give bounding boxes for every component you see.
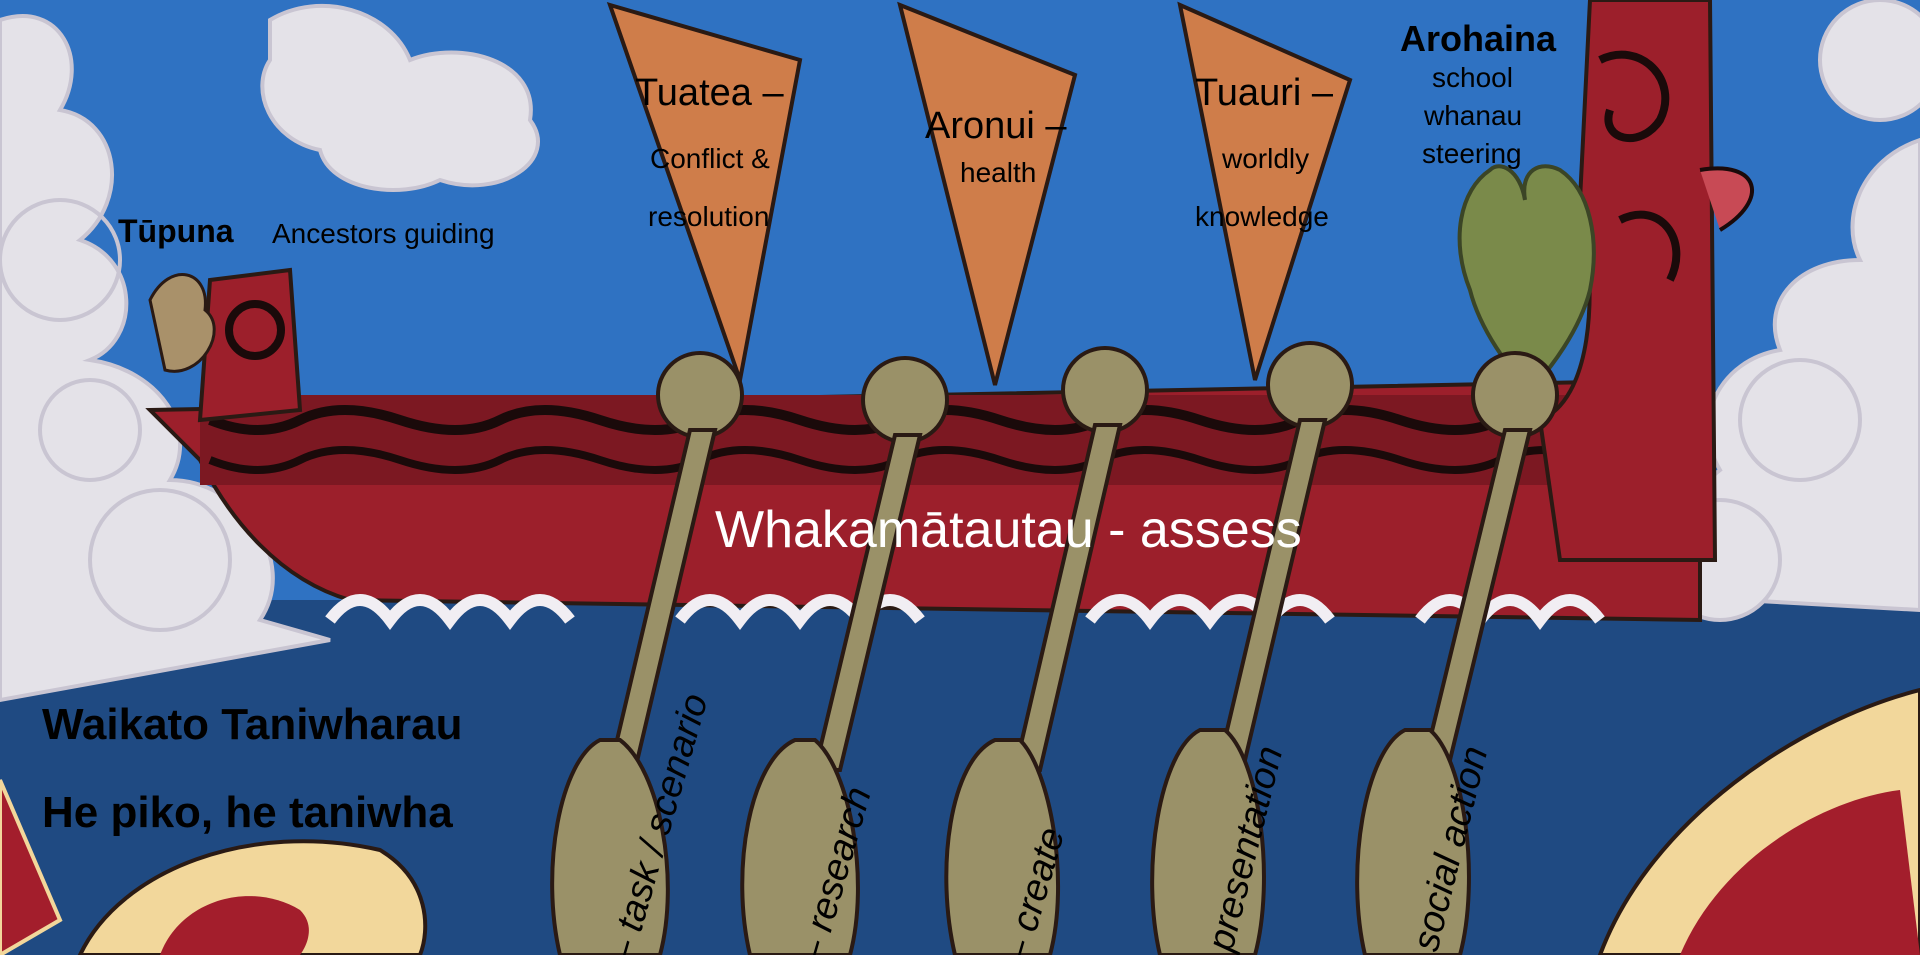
arohaina-title: Arohaina bbox=[1400, 18, 1556, 60]
arohaina-line2: whanau bbox=[1424, 100, 1522, 132]
arohaina-line1: school bbox=[1432, 62, 1513, 94]
tupuna-title: Tūpuna bbox=[118, 213, 234, 250]
bottom-left-line2: He piko, he taniwha bbox=[42, 788, 453, 838]
sail-1-line1: Conflict & bbox=[650, 143, 770, 175]
center-label: Whakamātautau - assess bbox=[715, 500, 1302, 560]
bottom-left-line1: Waikato Taniwharau bbox=[42, 700, 463, 750]
sail-1-title: Tuatea – bbox=[635, 72, 784, 115]
sail-2-line1: health bbox=[960, 157, 1036, 189]
sail-3-line2: knowledge bbox=[1195, 201, 1329, 233]
arohaina-line3: steering bbox=[1422, 138, 1522, 170]
sail-3-line1: worldly bbox=[1222, 143, 1309, 175]
sail-2-title: Aronui – bbox=[925, 105, 1067, 148]
sail-3-title: Tuauri – bbox=[1195, 72, 1333, 115]
tupuna-desc: Ancestors guiding bbox=[272, 218, 495, 250]
sail-1-line2: resolution bbox=[648, 201, 769, 233]
